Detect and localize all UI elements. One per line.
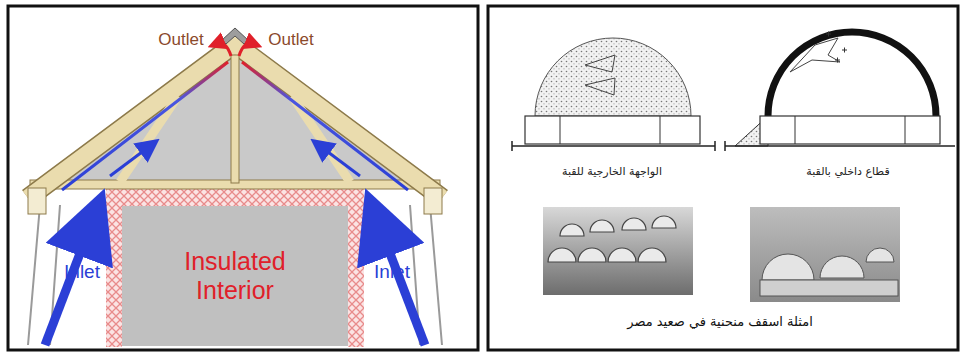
dome-base — [525, 116, 700, 144]
wall-insulation — [348, 205, 364, 347]
inlet-label: Inlet — [64, 262, 100, 283]
photo-domes — [760, 248, 898, 296]
ceiling-insulation — [106, 188, 364, 206]
caption: امثلة اسقف منحنية في صعيد مصر — [627, 315, 813, 329]
outlet-label: Outlet — [158, 31, 203, 50]
outlet-label: Outlet — [268, 31, 313, 50]
air-flow-arrow — [110, 146, 150, 176]
king-post — [231, 55, 239, 183]
inlet-label: Inlet — [374, 262, 410, 283]
soffit — [28, 188, 46, 214]
dome-section — [768, 32, 936, 116]
rafter — [28, 44, 442, 198]
base-joint — [795, 116, 905, 144]
air-flow-line — [62, 62, 228, 190]
wind-catcher — [790, 38, 840, 72]
wind-scoop — [585, 55, 615, 95]
box-text: Insulated Interior — [170, 247, 300, 305]
photo-vaults — [548, 216, 676, 262]
photo — [750, 207, 900, 302]
photo — [543, 207, 693, 295]
rafter-outline — [28, 44, 442, 198]
wall-insulation — [106, 205, 122, 347]
air-flow-line — [242, 62, 408, 190]
inlet-arrow — [378, 222, 425, 345]
attic-space — [48, 48, 422, 186]
drawing-label: الواجهة الخارجية للقبة — [562, 166, 662, 178]
inlet-arrow — [45, 222, 92, 345]
outlet-arrow — [216, 43, 231, 56]
soffit — [424, 188, 442, 214]
ground-line — [725, 141, 955, 151]
interior-box: Insulated Interior — [122, 206, 348, 346]
panel-frame — [488, 6, 958, 350]
dome-base — [760, 116, 940, 144]
dome-facade — [535, 38, 691, 116]
drawing-label: قطاع داخلي بالقبة — [806, 166, 889, 178]
ridge-vent — [222, 28, 248, 44]
outlet-arrow — [239, 43, 254, 56]
air-flow-arrow — [320, 146, 360, 176]
air-mark — [826, 32, 847, 63]
panel-frame — [8, 6, 478, 350]
ground-line — [512, 141, 715, 151]
base-joint — [560, 116, 660, 144]
